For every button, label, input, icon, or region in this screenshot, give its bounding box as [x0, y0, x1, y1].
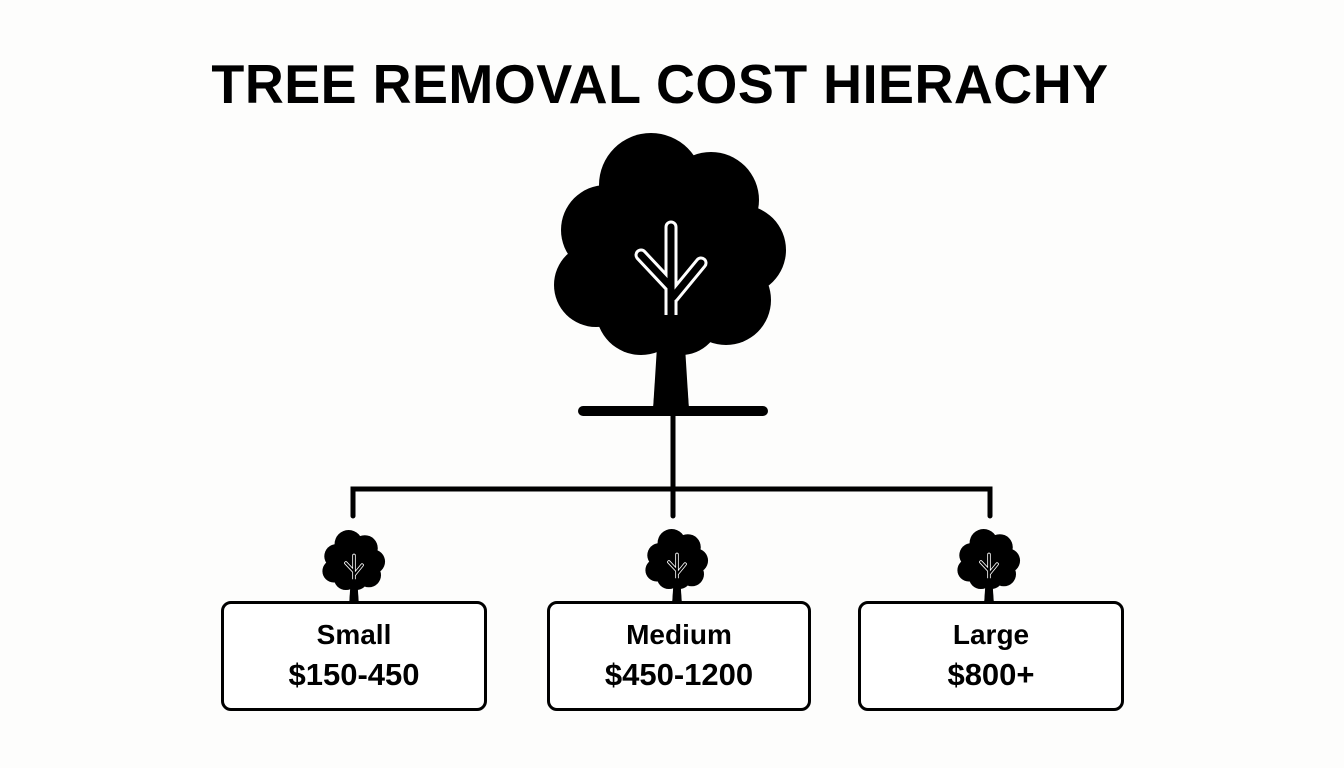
medium-tree-icon — [643, 527, 710, 606]
category-price: $450-1200 — [604, 657, 754, 692]
root-tree-icon — [554, 133, 786, 410]
category-price: $150-450 — [288, 657, 420, 692]
small-tree-icon — [320, 528, 387, 607]
connector-lines — [350, 408, 993, 519]
category-price: $800+ — [947, 657, 1035, 692]
large-tree-icon — [955, 527, 1022, 606]
category-label: Large — [952, 619, 1030, 650]
category-box-small: Small $150-450 — [221, 601, 487, 711]
category-label: Medium — [626, 619, 732, 650]
category-box-medium: Medium $450-1200 — [547, 601, 811, 711]
category-label: Small — [316, 619, 392, 650]
page-title: TREE REMOVAL COST HIERACHY — [211, 53, 1109, 115]
category-box-large: Large $800+ — [858, 601, 1124, 711]
